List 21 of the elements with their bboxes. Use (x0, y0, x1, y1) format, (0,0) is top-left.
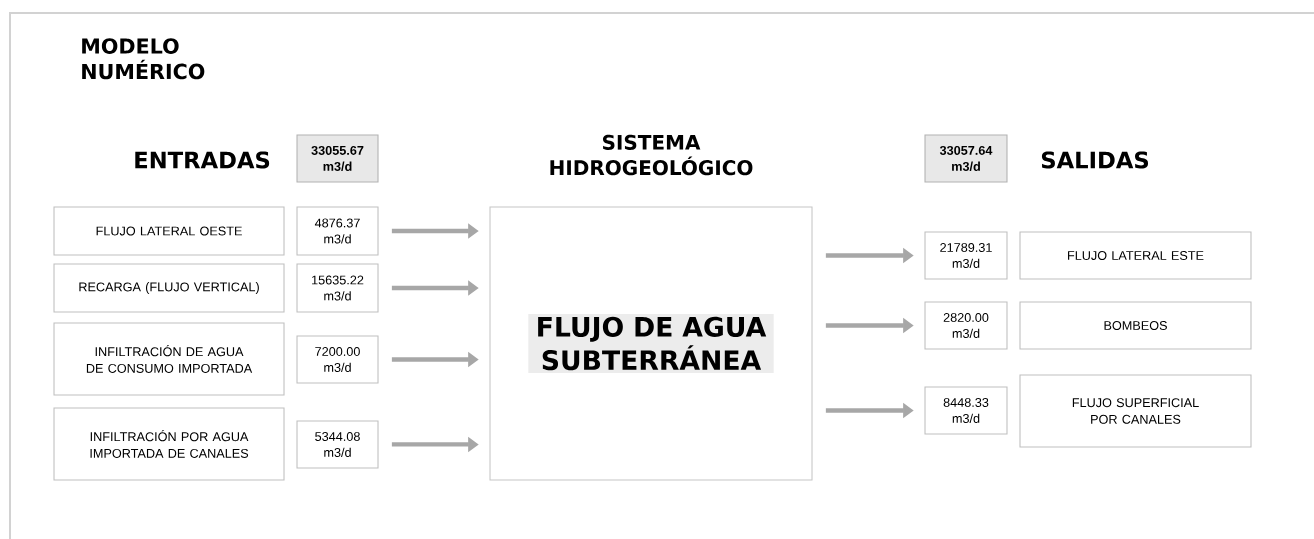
heading: SISTEMA HIDROGEOLÓGICO (550, 134, 753, 176)
process-box: FLUJO SUPERFICIAL POR CANALES (1019, 374, 1252, 448)
value-box: 15635.22 m3/d (296, 263, 379, 313)
title: MODELO NUMÉRICO (82, 38, 205, 80)
value-box: 7200.00 m3/d (296, 335, 379, 384)
value-box: 4876.37 m3/d (296, 206, 379, 256)
value-box: 8448.33 m3/d (924, 386, 1008, 435)
section-heading: SALIDAS (1041, 151, 1149, 169)
value-box: 21789.31 m3/d (924, 231, 1008, 280)
process-box: INFILTRACIÓN POR AGUA IMPORTADA DE CANALES (53, 407, 285, 481)
process-box: FLUJO LATERAL ESTE (1019, 231, 1252, 280)
section-heading: ENTRADAS (135, 151, 270, 169)
total-box: 33055.67 m3/d (296, 134, 379, 183)
process-box: RECARGA (FLUJO VERTICAL) (53, 263, 285, 313)
value-box: 2820.00 m3/d (924, 301, 1008, 350)
process-box: INFILTRACIÓN DE AGUA DE CONSUMO IMPORTADA (53, 322, 285, 396)
process-box: BOMBEOS (1019, 301, 1252, 350)
value-box: 5344.08 m3/d (296, 420, 379, 469)
process-box: FLUJO DE AGUA SUBTERRÁNEA (489, 206, 813, 481)
total-box: 33057.64 m3/d (924, 134, 1008, 183)
process-box: FLUJO LATERAL OESTE (53, 206, 285, 256)
